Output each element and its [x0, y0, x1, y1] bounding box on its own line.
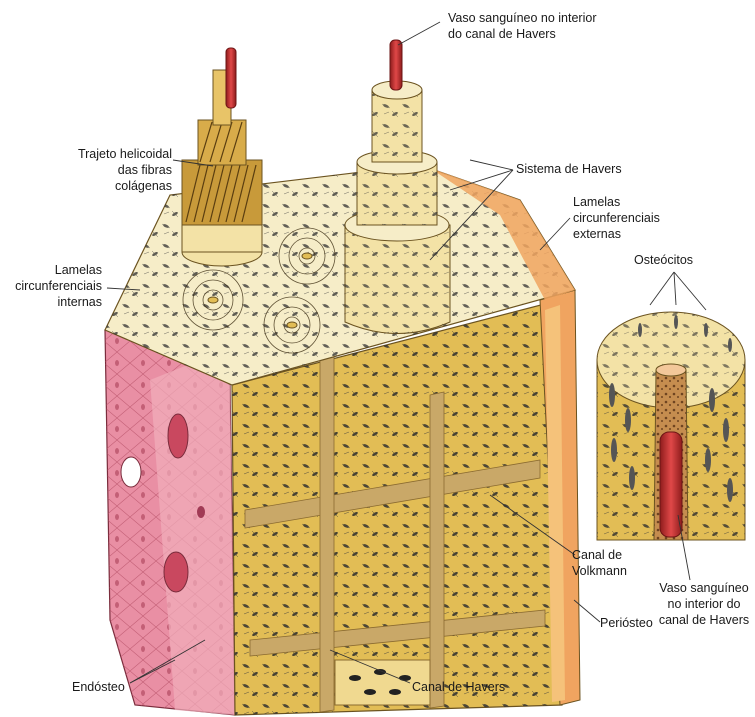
label-outer-lamellae-line2: circunferenciais	[573, 211, 660, 225]
stacked-osteon	[345, 40, 450, 334]
label-outer-lamellae-line3: externas	[573, 227, 621, 241]
label-endosteum: Endósteo	[72, 680, 125, 694]
label-helical-line3: colágenas	[115, 179, 172, 193]
label-vessel-top: Vaso sanguíneo no interior do canal de H…	[448, 11, 596, 41]
label-helical: Trajeto helicoidal das fibras colágenas	[78, 147, 172, 193]
label-vessel-top-line2: do canal de Havers	[448, 27, 556, 41]
label-osteocytes: Osteócitos	[634, 253, 693, 267]
label-inner-lamellae-line3: internas	[58, 295, 102, 309]
label-inner-lamellae: Lamelas circunferenciais internas	[15, 263, 102, 309]
label-vessel-top-line1: Vaso sanguíneo no interior	[448, 11, 596, 25]
helical-osteon	[182, 48, 262, 266]
label-inner-lamellae-line1: Lamelas	[55, 263, 102, 277]
label-helical-line1: Trajeto helicoidal	[78, 147, 172, 161]
label-vessel-inset: Vaso sanguíneo no interior do canal de H…	[659, 581, 749, 627]
label-havers-system: Sistema de Havers	[516, 162, 622, 176]
label-havers-canal: Canal de Havers	[412, 680, 505, 694]
label-inner-lamellae-line2: circunferenciais	[15, 279, 102, 293]
label-periosteum: Periósteo	[600, 616, 653, 630]
label-vessel-inset-line1: Vaso sanguíneo	[659, 581, 748, 595]
inset-osteon	[597, 312, 745, 540]
label-outer-lamellae-line1: Lamelas	[573, 195, 620, 209]
label-helical-line2: das fibras	[118, 163, 172, 177]
label-volkmann-line1: Canal de	[572, 548, 622, 562]
label-volkmann: Canal de Volkmann	[572, 548, 627, 578]
label-volkmann-line2: Volkmann	[572, 564, 627, 578]
label-vessel-inset-line2: no interior do	[668, 597, 741, 611]
label-vessel-inset-line3: canal de Havers	[659, 613, 749, 627]
label-outer-lamellae: Lamelas circunferenciais externas	[573, 195, 660, 241]
endosteum-region	[105, 320, 235, 715]
